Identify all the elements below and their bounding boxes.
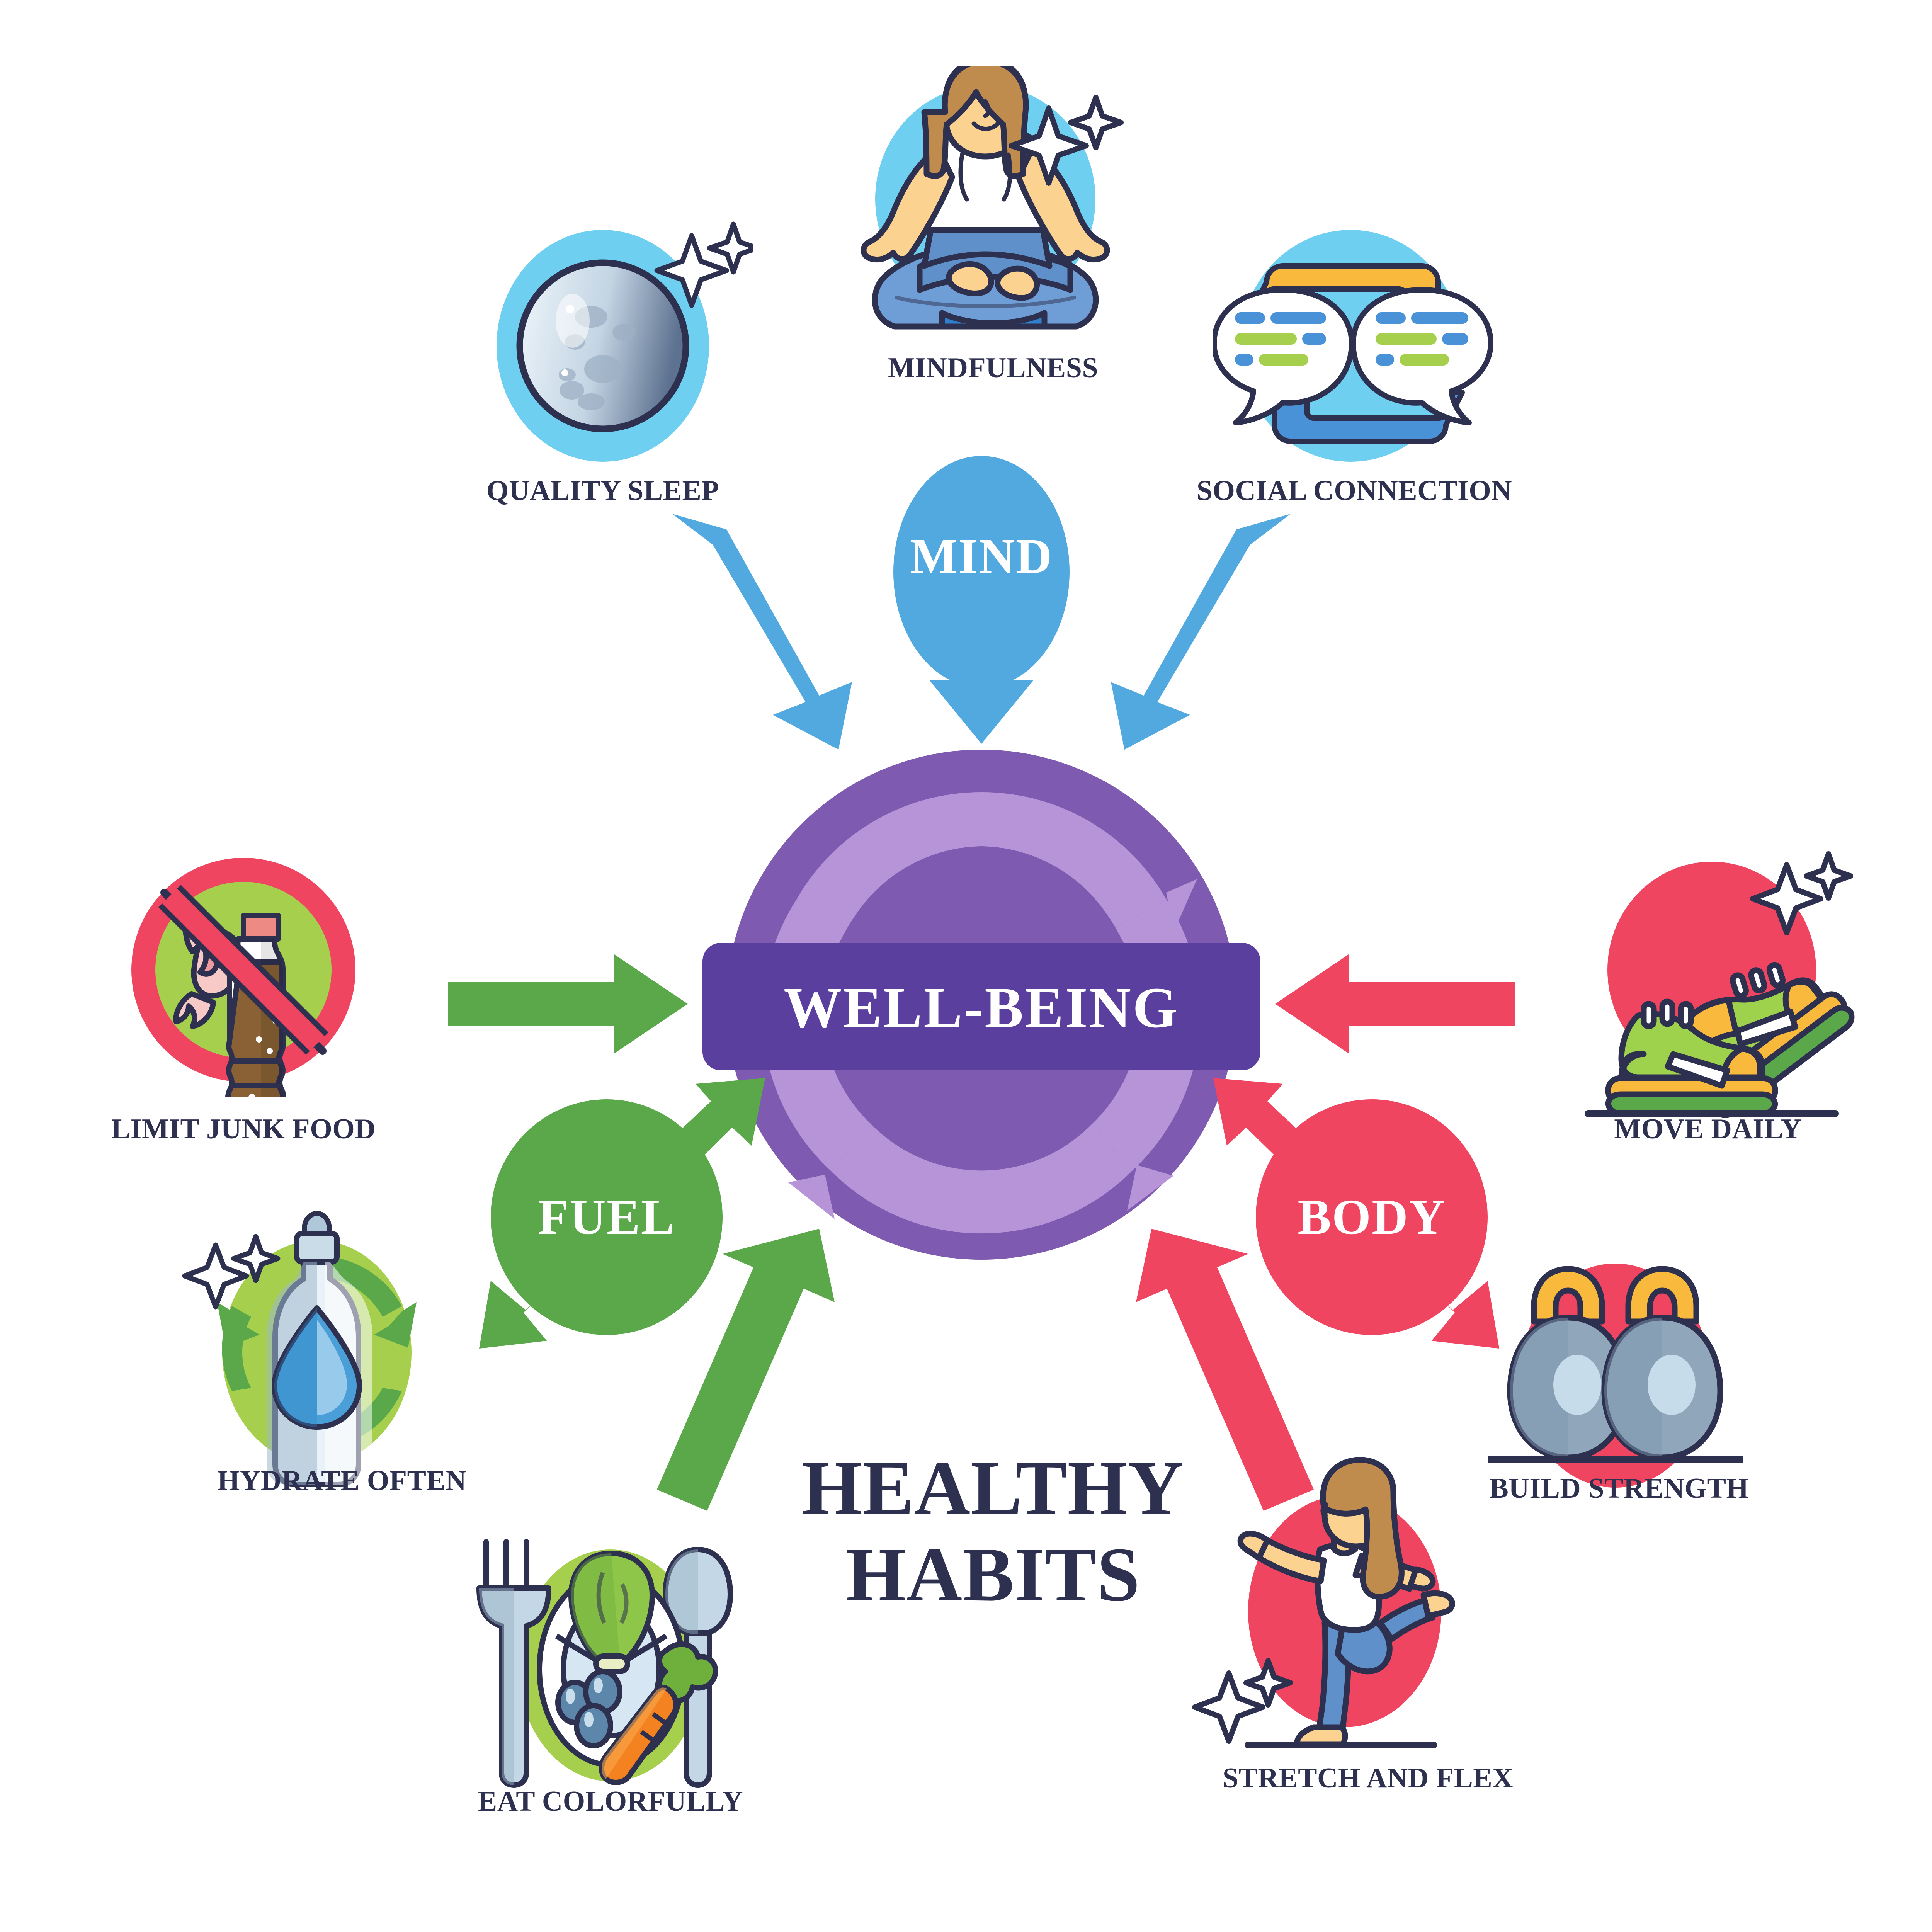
arrow-body-right bbox=[1275, 954, 1515, 1053]
chat-bubbles-icon bbox=[1213, 230, 1493, 462]
page-title-line1: HEALTHY bbox=[802, 1446, 1184, 1531]
habit-label-social-connection: SOCIAL CONNECTION bbox=[1196, 475, 1512, 507]
moon-icon bbox=[497, 221, 753, 462]
water-bottle-icon bbox=[182, 1211, 417, 1487]
habit-label-limit-junk-food: LIMIT JUNK FOOD bbox=[111, 1113, 376, 1145]
habit-label-move-daily: MOVE DAILY bbox=[1614, 1113, 1802, 1145]
chat-left-lines bbox=[1235, 312, 1326, 366]
pillar-mind-label: MIND bbox=[910, 529, 1053, 584]
yoga-pose-icon bbox=[1192, 1457, 1455, 1748]
page-title: HEALTHY HABITS bbox=[802, 1445, 1184, 1618]
kettlebells-icon bbox=[1488, 1264, 1743, 1488]
arrow-mind-right bbox=[1111, 514, 1291, 750]
habit-label-eat-colorfully: EAT COLORFULLY bbox=[478, 1786, 743, 1817]
habit-label-quality-sleep: QUALITY SLEEP bbox=[486, 475, 719, 507]
arrow-fuel-left bbox=[448, 954, 688, 1053]
habit-label-mindfulness: MINDFULNESS bbox=[888, 352, 1099, 384]
pillar-mind[interactable] bbox=[856, 456, 1107, 746]
pillar-body[interactable] bbox=[1151, 1078, 1499, 1406]
arrow-body-bottom bbox=[1136, 1229, 1314, 1511]
healthy-plate-icon bbox=[476, 1539, 733, 1788]
pillar-fuel[interactable] bbox=[479, 1078, 827, 1406]
sneakers-icon bbox=[1585, 851, 1855, 1118]
habit-label-hydrate-often: HYDRATE OFTEN bbox=[217, 1465, 467, 1497]
arrow-mind-left bbox=[672, 514, 852, 750]
habit-label-build-strength: BUILD STRENGTH bbox=[1489, 1473, 1749, 1504]
prohibition-slash-icon bbox=[158, 885, 328, 1055]
wellbeing-plate bbox=[702, 943, 1260, 1070]
pillar-fuel-label: FUEL bbox=[538, 1189, 675, 1245]
wellbeing-label: WELL-BEING bbox=[784, 976, 1179, 1040]
habit-label-stretch-and-flex: STRETCH AND FLEX bbox=[1222, 1762, 1514, 1794]
chat-right-lines bbox=[1376, 312, 1468, 366]
pillar-body-label: BODY bbox=[1298, 1189, 1446, 1245]
page-title-line2: HABITS bbox=[846, 1532, 1140, 1617]
meditation-icon bbox=[861, 66, 1124, 330]
wellbeing-hub bbox=[702, 750, 1260, 1260]
arrow-fuel-bottom bbox=[657, 1229, 835, 1511]
